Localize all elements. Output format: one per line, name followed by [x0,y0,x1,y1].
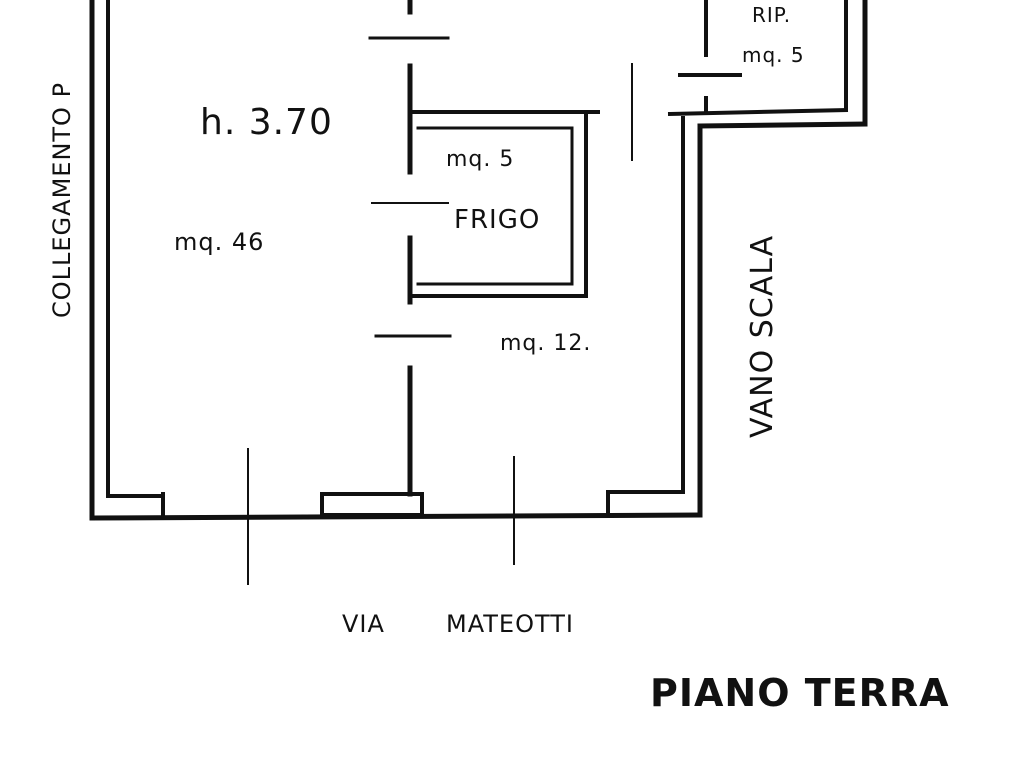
room-height-label: h. 3.70 [200,102,333,143]
right-wall-top-inner [667,107,849,117]
back-room-area: mq. 12. [500,331,591,356]
street-name: MATEOTTI [446,610,574,638]
right-wall-top-outer [697,121,868,129]
street-prefix: VIA [342,610,385,638]
section-lines [247,448,515,585]
walls [89,0,868,521]
side-label: COLLEGAMENTO P [48,82,76,318]
bottom-pier [320,492,424,517]
stair-label: VANO SCALA [745,235,780,438]
frigo-area: mq. 5 [446,147,514,172]
storage-name: RIP. [752,3,791,27]
main-room-area: mq. 46 [174,228,264,256]
storage-area: mq. 5 [742,43,805,67]
floor-title: PIANO TERRA [650,671,950,715]
frigo-name: FRIGO [454,205,540,235]
